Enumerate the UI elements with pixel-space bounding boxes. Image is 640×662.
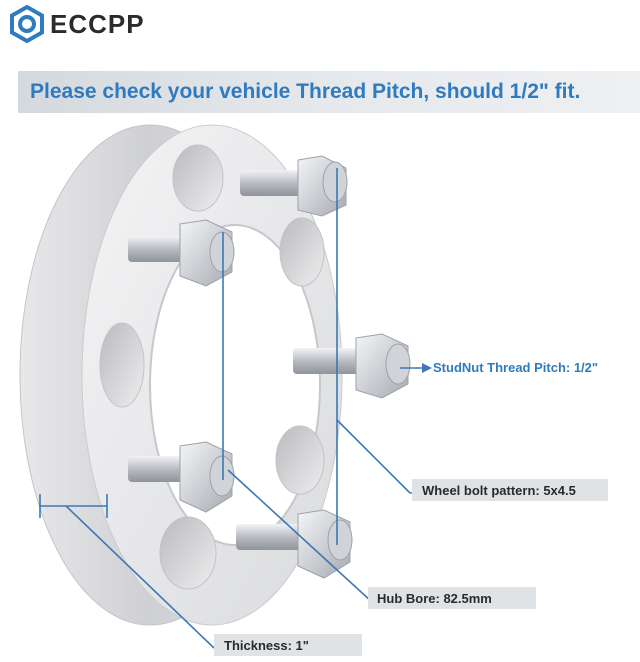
bolt-pattern-leader — [336, 419, 411, 494]
stud-upper-left — [128, 219, 235, 287]
stud-bottom-right — [236, 509, 353, 579]
hub-bore-label: Hub Bore: 82.5mm — [377, 591, 492, 606]
brand-name: ECCPP — [50, 8, 145, 39]
hub-bore-label-box — [368, 587, 536, 609]
thickness-leader — [65, 505, 215, 649]
hub-bore-leader — [227, 469, 373, 603]
hexagon-nut-icon — [10, 5, 44, 43]
stud-lower-left — [128, 441, 235, 513]
stud-top-right — [240, 155, 348, 217]
brand-logo: ECCPP — [8, 4, 145, 44]
pitch-banner: Please check your vehicle Thread Pitch, … — [18, 71, 640, 113]
stud-thread-label: StudNut Thread Pitch: 1/2" — [433, 360, 599, 375]
stud-thread-arrowhead — [422, 363, 432, 373]
thickness-label: Thickness: 1" — [224, 638, 309, 653]
banner-text: Please check your vehicle Thread Pitch, … — [30, 80, 581, 103]
bolt-pattern-label: Wheel bolt pattern: 5x4.5 — [422, 483, 576, 498]
bolt-pattern-label-box — [412, 479, 608, 501]
thickness-label-box — [214, 634, 362, 656]
stud-right — [293, 333, 411, 399]
